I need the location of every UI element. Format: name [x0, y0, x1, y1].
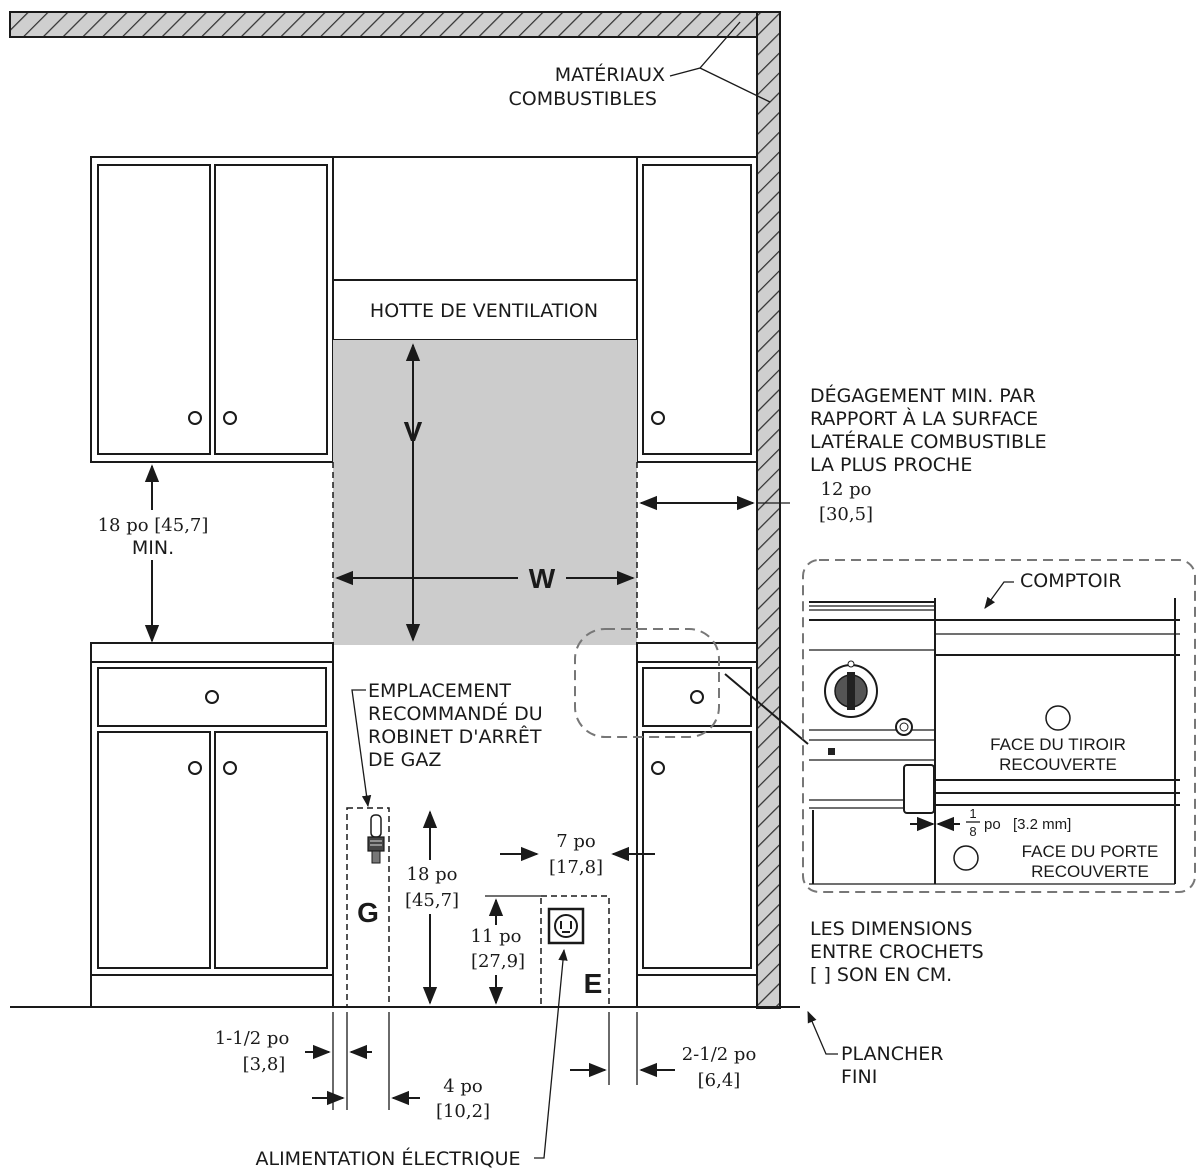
svg-text:LES DIMENSIONS: LES DIMENSIONS — [810, 918, 972, 940]
outlet-zone: E — [540, 895, 610, 1008]
range-knob-icon — [824, 660, 913, 736]
outlet-height-dimension: 11 po — [471, 926, 522, 947]
svg-text:RECOMMANDÉ DU: RECOMMANDÉ DU — [368, 702, 543, 725]
upper-left-cabinet — [90, 156, 334, 463]
gas-zone: G — [346, 807, 390, 1008]
svg-text:RECOUVERTE: RECOUVERTE — [999, 755, 1117, 774]
v-dimension-label: V — [404, 416, 423, 447]
gas-zone-width-dimension: 4 po — [443, 1076, 483, 1097]
svg-text:[45,7]: [45,7] — [405, 890, 459, 911]
outlet-zone-label: E — [584, 968, 603, 999]
gas-valve-location-label: EMPLACEMENT RECOMMANDÉ DU ROBINET D'ARRÊ… — [351, 680, 543, 808]
svg-text:DÉGAGEMENT MIN. PAR: DÉGAGEMENT MIN. PAR — [810, 384, 1036, 407]
svg-text:RAPPORT À LA SURFACE: RAPPORT À LA SURFACE — [810, 407, 1038, 430]
svg-text:[30,5]: [30,5] — [819, 504, 873, 525]
svg-text:[17,8]: [17,8] — [549, 857, 603, 878]
cooking-zone — [333, 340, 637, 645]
svg-text:po: po — [984, 816, 1001, 833]
svg-text:PLANCHER: PLANCHER — [841, 1043, 943, 1065]
combustible-materials-label: MATÉRIAUX COMBUSTIBLES — [508, 21, 771, 110]
countertop-detail-inset — [802, 559, 1196, 893]
svg-text:[ ] SON EN CM.: [ ] SON EN CM. — [810, 964, 952, 986]
right-countertop — [636, 642, 758, 663]
countertop-label: COMPTOIR — [1020, 570, 1121, 592]
dimension-units-note: LES DIMENSIONS ENTRE CROCHETS [ ] SON EN… — [810, 918, 984, 986]
svg-text:HOTTE DE VENTILATION: HOTTE DE VENTILATION — [370, 300, 598, 322]
svg-text:[3.2 mm]: [3.2 mm] — [1013, 816, 1071, 833]
gas-valve-icon — [367, 814, 385, 864]
svg-text:[27,9]: [27,9] — [471, 951, 525, 972]
svg-text:EMPLACEMENT: EMPLACEMENT — [368, 680, 511, 702]
upper-clearance-dimension: 18 po [45,7] — [98, 515, 209, 536]
svg-text:[10,2]: [10,2] — [436, 1101, 490, 1122]
overlap-dimension: 1 8 po [3.2 mm] — [966, 806, 1071, 839]
svg-text:DE GAZ: DE GAZ — [368, 749, 441, 771]
vent-hood: HOTTE DE VENTILATION — [332, 156, 638, 341]
outlet-offset-dimension: 2-1/2 po — [682, 1044, 757, 1065]
electrical-outlet-icon — [547, 907, 585, 945]
svg-text:ROBINET D'ARRÊT: ROBINET D'ARRÊT — [368, 725, 542, 748]
side-clearance-dimension: 12 po — [821, 479, 872, 500]
upper-right-cabinet — [636, 156, 758, 463]
lower-right-cabinet — [636, 661, 758, 1008]
svg-text:RECOUVERTE: RECOUVERTE — [1031, 862, 1149, 881]
detail-leader-line — [724, 673, 809, 745]
svg-text:[6,4]: [6,4] — [698, 1070, 741, 1091]
svg-text:[3,8]: [3,8] — [243, 1054, 286, 1075]
w-dimension-label: W — [529, 563, 556, 594]
combustible-wall — [9, 11, 781, 1009]
svg-text:LA PLUS PROCHE: LA PLUS PROCHE — [810, 454, 972, 476]
left-countertop — [90, 642, 334, 663]
detail-callout-marker — [574, 628, 720, 738]
gas-zone-label: G — [357, 897, 379, 928]
drawer-face-label: FACE DU TIROIR — [990, 735, 1126, 754]
svg-text:8: 8 — [969, 824, 976, 839]
door-face-label: FACE DU PORTE — [1022, 842, 1159, 861]
electrical-supply-label: ALIMENTATION ÉLECTRIQUE — [255, 1147, 520, 1170]
svg-text:MATÉRIAUX: MATÉRIAUX — [555, 63, 665, 86]
outlet-width-dimension: 7 po — [556, 831, 596, 852]
svg-text:FINI: FINI — [841, 1066, 877, 1088]
side-clearance-note: DÉGAGEMENT MIN. PAR RAPPORT À LA SURFACE… — [810, 384, 1047, 476]
finished-floor-label: PLANCHER FINI — [807, 1010, 943, 1088]
gas-offset-dimension: 1-1/2 po — [215, 1028, 290, 1049]
gas-height-dimension: 18 po — [407, 864, 458, 885]
lower-left-cabinet — [90, 661, 334, 1008]
svg-text:MIN.: MIN. — [132, 537, 174, 559]
svg-text:1: 1 — [969, 806, 976, 821]
svg-text:ENTRE CROCHETS: ENTRE CROCHETS — [810, 941, 984, 963]
svg-text:COMBUSTIBLES: COMBUSTIBLES — [508, 88, 657, 110]
svg-text:LATÉRALE COMBUSTIBLE: LATÉRALE COMBUSTIBLE — [810, 430, 1047, 453]
